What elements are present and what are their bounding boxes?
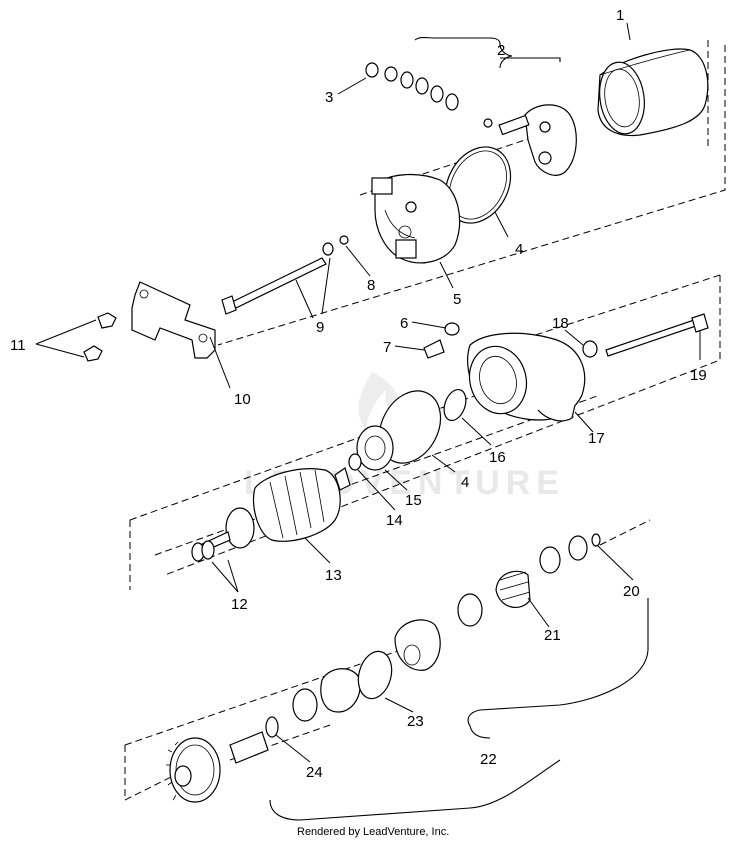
part-2-brush-holder [483, 104, 577, 176]
part-14-snap-ring [348, 453, 362, 471]
callout-24: 24 [306, 764, 323, 781]
part-18-washer [582, 340, 598, 358]
callout-15: 15 [405, 492, 422, 509]
part-8-washer [339, 235, 349, 245]
callout-8: 8 [367, 277, 375, 294]
part-19-bolt [605, 313, 709, 357]
leader-lines [35, 22, 701, 763]
part-9-through-bolts [221, 242, 334, 315]
callout-20: 20 [623, 583, 640, 600]
callout-10: 10 [234, 391, 251, 408]
callout-23: 23 [407, 713, 424, 730]
callout-11: 11 [10, 337, 26, 354]
callout-6: 6 [400, 315, 408, 332]
part-13-armature [199, 467, 351, 553]
part-20-clip [591, 533, 601, 547]
callout-19: 19 [690, 367, 707, 384]
callout-1: 1 [616, 7, 624, 24]
callout-16: 16 [489, 449, 506, 466]
part-3-washer-stack [365, 62, 459, 111]
part-11-bolts [83, 312, 117, 362]
callout-7: 7 [383, 339, 391, 356]
callout-13: 13 [325, 567, 342, 584]
callout-4-lower: 4 [461, 474, 469, 491]
callout-14: 14 [386, 512, 403, 529]
assembly-brackets [269, 36, 649, 821]
callout-18: 18 [552, 315, 569, 332]
part-15-bearing [356, 425, 394, 471]
part-10-bracket [131, 281, 216, 359]
callout-17: 17 [588, 430, 605, 447]
callout-2: 2 [497, 42, 505, 59]
part-23-ring [357, 650, 393, 700]
callout-22: 22 [480, 751, 497, 768]
callout-9: 9 [316, 319, 324, 336]
footer-credit: Rendered by LeadVenture, Inc. [297, 826, 449, 838]
callout-5: 5 [453, 291, 461, 308]
part-17-drive-housing [467, 332, 586, 422]
callout-4-upper: 4 [515, 241, 523, 258]
part-12-bushings [191, 540, 215, 562]
part-24-clip [265, 716, 279, 738]
callout-labels: 1 2 3 4 4 5 6 7 8 9 10 11 12 13 14 15 16… [10, 7, 707, 781]
part-21-spring-collars [457, 535, 588, 627]
part-7-screw [423, 339, 445, 359]
part-6-nut [444, 322, 460, 336]
part-1-yoke-housing [597, 48, 709, 137]
part-4-o-ring-lower [378, 390, 442, 464]
callout-21: 21 [544, 627, 561, 644]
callout-3: 3 [325, 89, 333, 106]
part-5-end-cover [371, 173, 461, 264]
part-22-clutch-assembly [292, 619, 441, 722]
callout-12: 12 [231, 596, 248, 613]
pinion-gear-shaft [166, 731, 269, 803]
part-16-o-ring [443, 388, 467, 422]
